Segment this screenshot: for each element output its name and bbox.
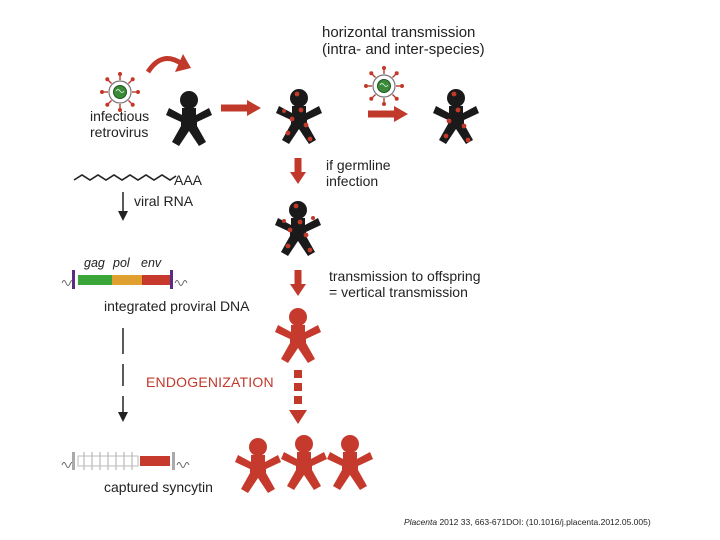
- germline-infected-figure: [275, 201, 321, 256]
- integrated-proviral-dna-label: integrated proviral DNA: [104, 298, 250, 314]
- descendant-figure: [281, 435, 327, 490]
- label-line: infectious: [90, 108, 150, 124]
- label-line: = vertical transmission: [329, 284, 468, 301]
- citation: Placenta 2012 33, 663-671DOI: (10.1016/j…: [404, 517, 651, 528]
- descendant-figure: [327, 435, 373, 490]
- vertical-transmission-label: transmission to offspring = vertical tra…: [329, 268, 480, 300]
- reverse-transcription-arrow: [118, 192, 128, 221]
- germline-arrow: [290, 158, 306, 184]
- offspring-figure: [275, 308, 321, 363]
- horizontal-transmission-virus-icon: [363, 65, 405, 107]
- horizontal-transmission-label: horizontal transmission (intra- and inte…: [322, 24, 485, 59]
- label-line: if germline: [326, 157, 391, 173]
- env-gene-label: env: [141, 256, 162, 270]
- horizontally-infected-figure: [433, 89, 479, 144]
- citation-journal: Placenta: [404, 517, 438, 527]
- label-line: retrovirus: [90, 124, 149, 141]
- label-line: horizontal transmission: [322, 24, 476, 41]
- label-line: (intra- and inter-species): [322, 41, 485, 59]
- infectious-retrovirus-icon: [99, 71, 141, 113]
- vertical-transmission-arrow: [290, 270, 306, 296]
- infectious-retrovirus-label: infectious retrovirus: [90, 108, 149, 140]
- citation-details: 2012 33, 663-671DOI: (10.1016/j.placenta…: [437, 517, 651, 527]
- pol-gene-label: pol: [113, 256, 130, 270]
- label-line: transmission to offspring: [329, 268, 481, 284]
- descendant-figure: [235, 438, 281, 493]
- captured-syncytin-dna: [61, 452, 190, 470]
- gag-gene-label: gag: [84, 256, 105, 270]
- horizontal-transmission-arrow: [368, 106, 408, 122]
- uninfected-host-figure: [166, 91, 212, 146]
- integrated-proviral-dna: [61, 270, 188, 289]
- aaa-label: AAA: [174, 172, 203, 188]
- viral-rna-strand: [73, 174, 177, 181]
- germline-infection-label: if germline infection: [326, 157, 391, 189]
- curved-infection-arrow: [145, 54, 191, 74]
- infection-arrow: [221, 100, 261, 116]
- endogenization-dashed-arrow: [289, 370, 307, 424]
- infected-host-figure: [276, 89, 322, 144]
- label-line: infection: [326, 173, 379, 190]
- viral-rna-label: viral RNA: [134, 193, 194, 209]
- endogenization-label: ENDOGENIZATION: [146, 374, 274, 390]
- endogenization-arrow: [118, 328, 128, 422]
- captured-syncytin-label: captured syncytin: [104, 479, 213, 495]
